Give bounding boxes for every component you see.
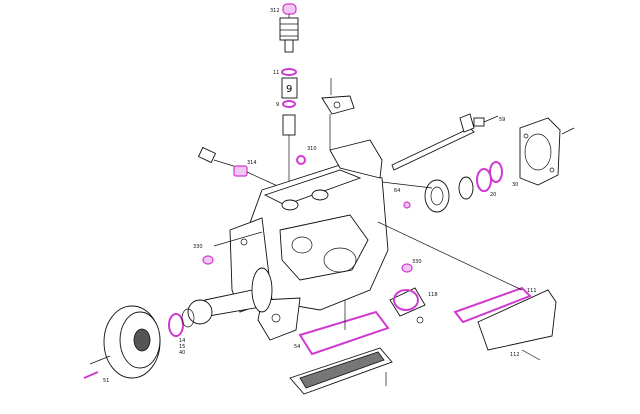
callout-9: 9 [276,102,279,108]
callout-11: 11 [273,70,279,76]
plate-314 [321,78,355,115]
lever-59 [391,113,499,171]
callout-330a: 330 [193,244,203,250]
callout-330b: 330 [412,259,422,265]
callout-15: 15 [179,344,185,350]
leader-lines [213,114,433,247]
upper-left-parts [197,146,306,189]
callout-labels: 312 11 9 310 314 59 64 20 30 330 330 118… [103,8,537,384]
gasket-54 [289,300,393,395]
callout-118: 118 [428,292,438,298]
callout-59: 59 [499,117,505,123]
plate-118 [389,287,426,324]
gasket-111 [377,221,557,361]
cover-30 [519,117,575,186]
callout-30: 30 [512,182,518,188]
washers-330 [202,255,413,273]
callout-111: 111 [527,288,537,294]
callout-64: 64 [394,188,400,194]
callout-54: 54 [294,344,300,350]
callout-51: 51 [103,378,109,384]
delivery-valve-stack: 9 [279,3,299,190]
callout-314: 314 [247,160,257,166]
callout-312: 312 [270,8,280,14]
bearing-set [403,161,503,213]
callout-310: 310 [307,146,317,152]
pump-housing [229,139,389,341]
callout-14: 14 [179,338,185,344]
callout-112: 112 [510,352,520,358]
stack-digit: 9 [286,84,292,95]
callout-20: 20 [490,192,496,198]
drive-shaft [187,267,273,325]
pulley-wheel [83,305,195,379]
callout-40: 40 [179,350,185,356]
